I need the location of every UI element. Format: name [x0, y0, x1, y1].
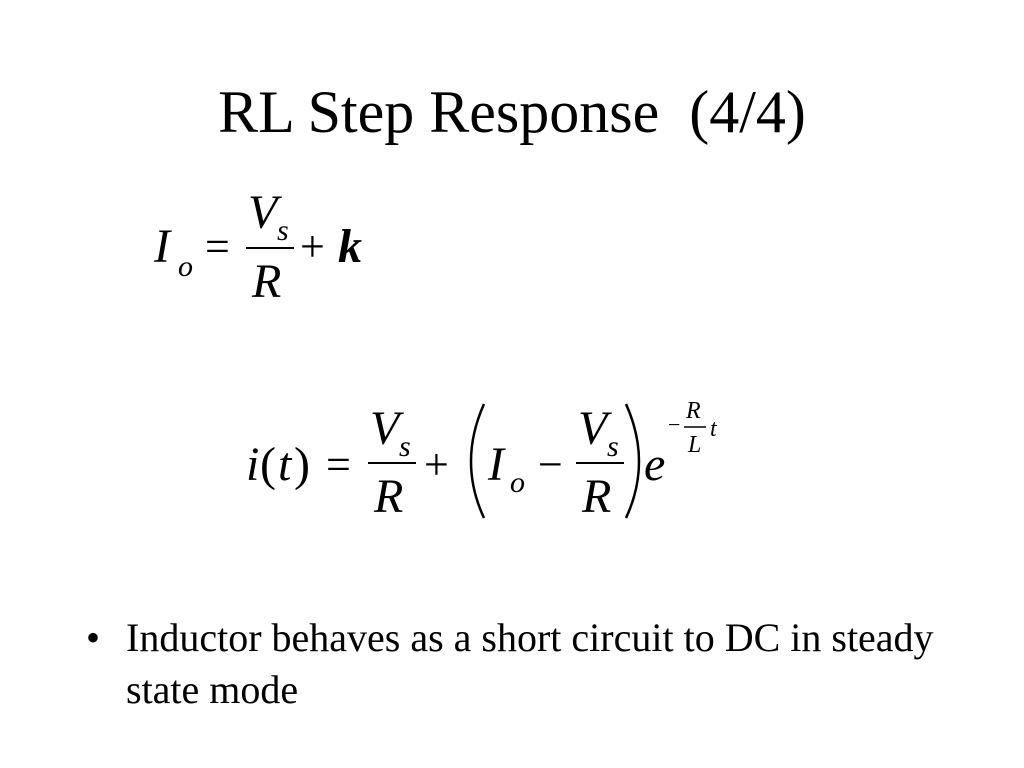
eq1-plus: + [300, 222, 325, 271]
eq2-left-paren [469, 403, 486, 519]
eq2-lhs-open-paren: ( [260, 438, 276, 491]
eq2-frac2-numerator: V [578, 402, 612, 455]
eq2-lhs-close-paren: ) [294, 438, 310, 491]
eq2-exp-sign: − [668, 412, 680, 437]
bullet-mark: • [86, 615, 101, 660]
eq2-frac2-numerator-subscript: s [607, 430, 619, 463]
eq2-exp-base: e [644, 438, 665, 491]
eq2-inner-symbol: I [487, 438, 506, 491]
eq2-minus: − [538, 440, 563, 489]
eq1-numerator: V [248, 186, 282, 239]
eq1-equals: = [205, 222, 230, 271]
eq2-frac2-denominator: R [581, 470, 611, 523]
eq1-constant: k [338, 220, 362, 273]
eq2-frac1-numerator: V [370, 402, 404, 455]
bullet-text: Inductor behaves as a short circuit to D… [126, 615, 934, 712]
eq2-exp-numerator: R [685, 398, 701, 424]
eq1-denominator: R [251, 255, 281, 308]
eq2-exp-denominator: L [687, 432, 701, 458]
bullet-item: • Inductor behaves as a short circuit to… [86, 612, 946, 716]
eq2-frac1-denominator: R [373, 470, 403, 523]
eq2-equals: = [326, 440, 351, 489]
eq2-inner-subscript: o [510, 466, 525, 499]
eq2-frac1-numerator-subscript: s [399, 430, 411, 463]
eq2-right-paren [624, 403, 641, 519]
slide-title: RL Step Response (4/4) [218, 79, 806, 145]
eq1-numerator-subscript: s [277, 214, 289, 247]
bullet-list: • Inductor behaves as a short circuit to… [86, 612, 946, 716]
eq2-plus: + [424, 440, 449, 489]
eq2-lhs: i [246, 438, 259, 491]
eq2-exp-variable: t [710, 416, 718, 442]
eq1-lhs-subscript: o [178, 250, 193, 283]
eq1-lhs-symbol: I [153, 220, 172, 273]
eq2-lhs-variable: t [278, 438, 293, 491]
